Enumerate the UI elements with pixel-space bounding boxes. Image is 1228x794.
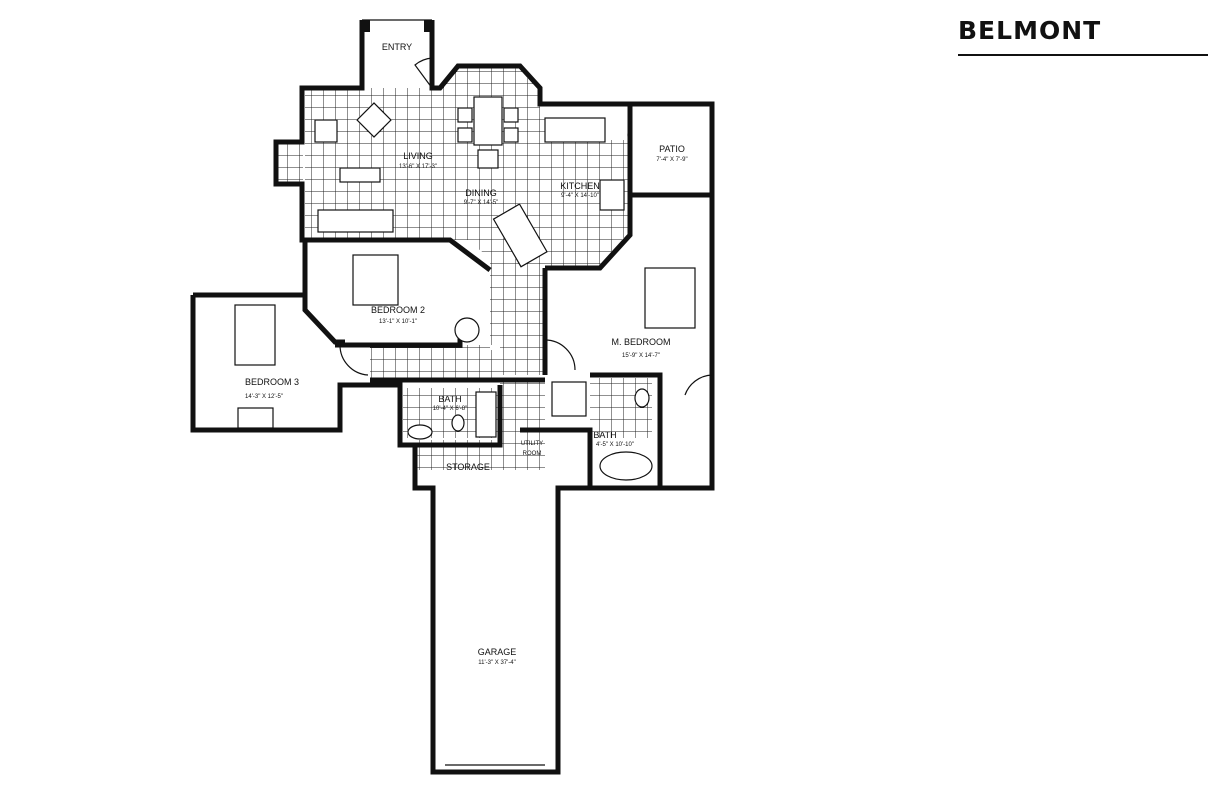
furniture [234, 57, 713, 481]
room-label-patio: PATIO [659, 144, 685, 154]
room-label-master-bedroom: M. BEDROOM [611, 337, 670, 347]
room-size-patio: 7'-4" X 7'-9" [656, 157, 687, 163]
room-label-living: LIVING [403, 151, 433, 161]
room-size-master-bath: 4'-5" X 10'-10" [596, 442, 634, 448]
title-underline [958, 54, 1208, 56]
room-label-kitchen: KITCHEN [560, 181, 600, 191]
room-size-living: 13'-6" X 17'-3" [399, 164, 437, 170]
room-label-garage: GARAGE [478, 647, 517, 657]
room-label-storage: STORAGE [446, 462, 490, 472]
room-label-bedroom-2: BEDROOM 2 [371, 305, 425, 315]
plan-title: BELMONT [958, 16, 1102, 45]
room-label-entry: ENTRY [382, 42, 412, 52]
room-size-kitchen: 9'-4" X 14'-10" [561, 193, 599, 199]
room-size-bath: 10'-4" X 6'-8" [433, 406, 468, 412]
room-label-bedroom-3: BEDROOM 3 [245, 377, 299, 387]
room-size-dining: 9'-7" X 14'-5" [464, 200, 499, 206]
room-label-dining: DINING [465, 188, 497, 198]
room-label-utility: UTILITY [521, 441, 543, 447]
room-size-garage: 11'-3" X 37'-4" [478, 660, 515, 666]
room-size-master-bedroom: 15'-9" X 14'-7" [622, 353, 660, 359]
room-label-bath: BATH [438, 394, 461, 404]
room-label-utility-room: ROOM [523, 451, 542, 457]
room-size-bedroom-3: 14'-3" X 12'-5" [245, 394, 283, 400]
room-label-master-bath: BATH [593, 430, 616, 440]
room-size-bedroom-2: 13'-1" X 10'-1" [379, 319, 417, 325]
